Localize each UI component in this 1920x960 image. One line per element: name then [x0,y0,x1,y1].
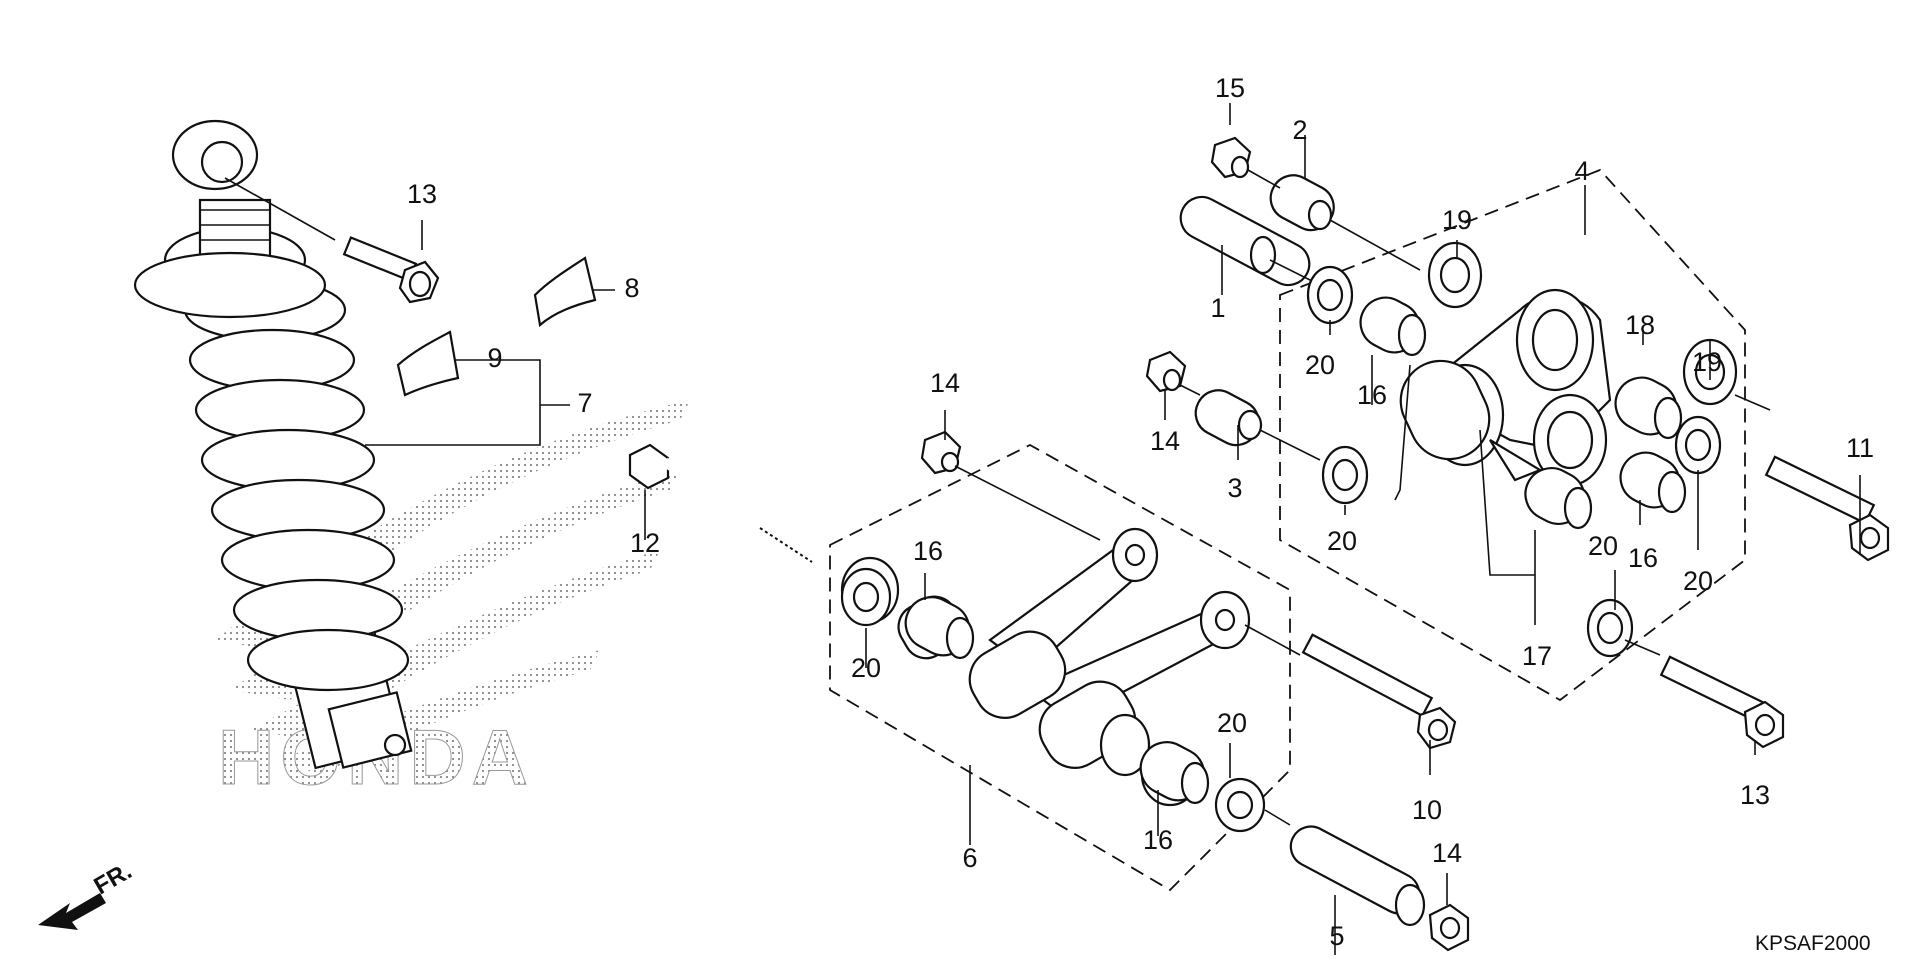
callout-5: 5 [1329,921,1344,951]
callout-13-right: 13 [1740,780,1770,810]
callout-16-d: 16 [1143,825,1173,855]
nut-14-upper [1145,350,1201,396]
callout-10: 10 [1412,795,1442,825]
callout-2: 2 [1292,115,1307,145]
nut-14-lower [1428,903,1470,952]
front-arrow-icon [38,893,106,930]
callout-16-b: 16 [1628,543,1658,573]
callout-14-middle: 14 [930,368,960,398]
callouts: 15 2 1 4 19 18 19 11 20 16 20 16 20 20 1… [407,73,1874,951]
callout-20-f: 20 [1217,708,1247,738]
dust-seals [840,265,1722,658]
connecting-rod-assembly [829,443,1291,892]
bolt-13-upper [224,177,440,304]
rear-shock-absorber [133,119,413,770]
callout-3: 3 [1227,473,1242,503]
callout-12: 12 [630,528,660,558]
label-8-shape [533,256,597,328]
callout-leaders [365,103,1861,955]
collar-5 [1264,809,1426,927]
nut-15 [1210,136,1281,189]
callout-4: 4 [1574,156,1589,186]
callout-17: 17 [1522,641,1552,671]
callout-20-a: 20 [1305,350,1335,380]
bolt-10 [1244,624,1457,750]
drawing-code: KPSAF2000 [1755,932,1871,955]
nut-14-middle [920,430,1101,541]
callout-20-e: 20 [851,653,881,683]
bolt-11 [1734,394,1890,562]
bolt-12 [628,443,813,563]
callout-20-d: 20 [1588,531,1618,561]
callout-18: 18 [1625,310,1655,340]
callout-8: 8 [624,273,639,303]
callout-14-upper: 14 [1150,426,1180,456]
callout-11: 11 [1846,433,1874,463]
callout-16-a: 16 [1357,380,1387,410]
collar-1 [1179,195,1321,287]
needle-bearings [904,296,1687,805]
callout-19-right: 19 [1692,347,1722,377]
collar-2 [1269,174,1421,271]
callout-9: 9 [487,343,502,373]
callout-16-c: 16 [913,536,943,566]
front-direction-indicator: FR. [38,857,136,930]
collar-3 [1194,389,1321,461]
front-label: FR. [90,857,137,900]
callout-20-c: 20 [1683,566,1713,596]
callout-6: 6 [962,843,977,873]
callout-7: 7 [577,388,592,418]
bolt-13-right [1624,639,1785,749]
cushion-arm-assembly [1279,168,1746,702]
label-9-shape [396,330,460,397]
callout-14-lower: 14 [1432,838,1462,868]
callout-20-b: 20 [1327,526,1357,556]
callout-13-upper: 13 [407,179,437,209]
callout-19-upper: 19 [1442,205,1472,235]
callout-1: 1 [1210,293,1225,323]
callout-15: 15 [1215,73,1245,103]
